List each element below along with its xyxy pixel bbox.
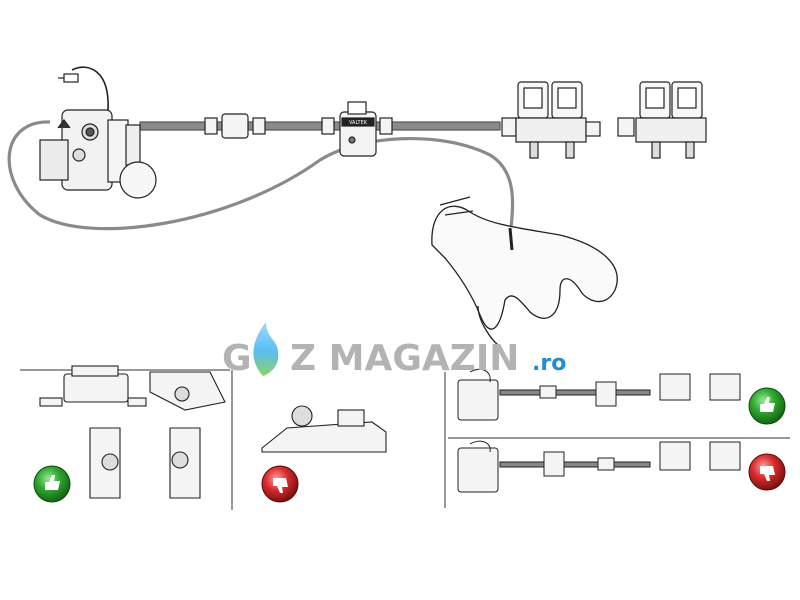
good-badge-right <box>748 387 786 425</box>
filter-label: VALTEK <box>349 120 368 126</box>
watermark-prefix: G <box>222 338 252 379</box>
good-badge-left <box>33 465 71 503</box>
mini-diagram-wrong <box>457 440 741 493</box>
water-hose <box>7 120 515 236</box>
thumbs-down-icon <box>760 466 775 481</box>
intake-manifold <box>431 196 618 346</box>
mini-diagram-correct <box>457 368 741 421</box>
gas-pipe <box>139 121 501 131</box>
injector-rail-2 <box>617 81 707 159</box>
bad-badge-right <box>748 453 786 491</box>
wrong-mounting-view <box>261 405 387 453</box>
inline-connector <box>204 113 266 139</box>
thumbs-up-icon <box>760 397 775 412</box>
arrow-icon <box>57 119 71 129</box>
flame-icon <box>253 322 279 376</box>
bad-badge-middle <box>261 465 299 503</box>
main-system-diagram: VALTEK <box>7 66 707 346</box>
reducer-vaporizer <box>39 66 157 199</box>
thumbs-up-icon <box>45 475 60 490</box>
watermark-logo: G Z MAGAZIN .ro <box>222 322 566 379</box>
injector-rail-1 <box>501 81 601 159</box>
watermark-brand: Z MAGAZIN <box>290 338 519 379</box>
correct-mounting-views <box>39 365 226 499</box>
watermark-tld: .ro <box>532 351 566 376</box>
bottom-dividers <box>20 369 790 510</box>
thumbs-down-icon <box>273 478 288 493</box>
gas-filter: VALTEK <box>321 101 393 157</box>
